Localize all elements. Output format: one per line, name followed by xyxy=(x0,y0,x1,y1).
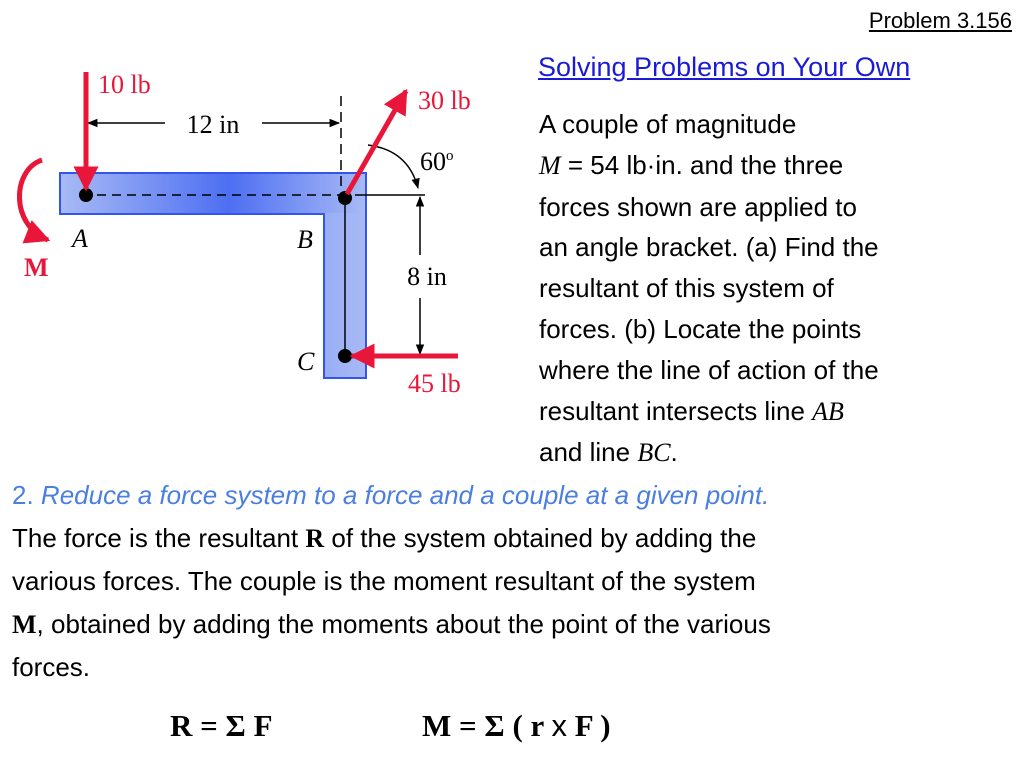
equation-moment-right: F ) xyxy=(566,708,611,743)
problem-text-span: and line xyxy=(539,437,638,468)
problem-number: Problem 3.156 xyxy=(868,8,1012,33)
force-30lb-label: 30 lb xyxy=(418,86,471,115)
problem-line: forces. (b) Locate the points xyxy=(539,313,862,344)
label-a: A xyxy=(70,224,88,253)
step-explanation: 2. Reduce a force system to a force and … xyxy=(12,474,1017,689)
force-10lb-label: 10 lb xyxy=(98,70,151,99)
angle-degree-mark: o xyxy=(446,148,454,164)
moment-symbol: M xyxy=(539,150,561,180)
problem-text-span: . xyxy=(670,437,678,468)
point-c xyxy=(338,349,352,363)
problem-line: where the line of action of the xyxy=(539,354,879,385)
angle-label: 60o xyxy=(420,147,454,176)
line-bc-symbol: BC xyxy=(637,438,671,468)
equation-moment: M = Σ ( r x F ) xyxy=(422,708,611,744)
step-line: M, obtained by adding the moments about … xyxy=(12,603,1017,647)
point-a xyxy=(79,188,93,202)
couple-m-label: M xyxy=(24,253,49,282)
step-text-span: The force is the resultant xyxy=(12,522,306,553)
angle-value: 60 xyxy=(420,147,446,176)
problem-text-span: resultant intersects line xyxy=(539,395,813,426)
equation-moment-left: M = Σ ( r xyxy=(422,708,552,743)
problem-line: an angle bracket. (a) Find the xyxy=(539,232,879,263)
cross-product-symbol: x xyxy=(551,708,567,743)
bracket-horizontal-arm xyxy=(61,174,366,213)
bracket-edge xyxy=(59,172,367,379)
step-text-span: of the system obtained by adding the xyxy=(324,522,757,553)
label-b: B xyxy=(297,225,313,254)
step-heading: 2. Reduce a force system to a force and … xyxy=(12,474,1017,517)
dim-ab-label: 12 in xyxy=(187,110,240,139)
dim-bc-label: 8 in xyxy=(407,262,447,291)
bracket-diagram: 12 in 8 in 60o 10 lb 30 lb 45 lb M A B C xyxy=(17,70,471,398)
couple-m-arrow xyxy=(17,157,51,244)
step-number: 2. xyxy=(12,480,34,510)
problem-line: A couple of magnitude xyxy=(539,109,797,139)
label-c: C xyxy=(297,347,315,376)
problem-line: M = 54 lb·in. and the three xyxy=(539,145,1009,187)
resultant-symbol: R xyxy=(305,523,325,553)
problem-line: forces shown are applied to xyxy=(539,191,857,222)
equation-resultant: R = Σ F xyxy=(170,708,273,743)
problem-statement: A couple of magnitude M = 54 lb·in. and … xyxy=(539,104,1009,474)
force-45lb-label: 45 lb xyxy=(408,369,461,398)
step-text-span: , obtained by adding the moments about t… xyxy=(36,608,771,639)
problem-text-span: = 54 lb·in. and the three xyxy=(560,149,844,180)
problem-line: resultant of this system of xyxy=(539,273,834,304)
step-line: forces. xyxy=(12,652,91,682)
step-line: various forces. The couple is the moment… xyxy=(12,566,756,596)
step-line: The force is the resultant R of the syst… xyxy=(12,517,1017,561)
force-30lb-arrow xyxy=(344,88,409,196)
problem-line: resultant intersects line AB xyxy=(539,391,1009,433)
moment-resultant-symbol: M xyxy=(12,609,37,639)
section-title[interactable]: Solving Problems on Your Own xyxy=(538,52,911,82)
angle-arc xyxy=(367,144,420,190)
step-title: Reduce a force system to a force and a c… xyxy=(33,480,770,510)
line-ab-symbol: AB xyxy=(812,396,844,426)
angle-bracket xyxy=(59,172,367,379)
problem-line: and line BC. xyxy=(539,432,1009,474)
